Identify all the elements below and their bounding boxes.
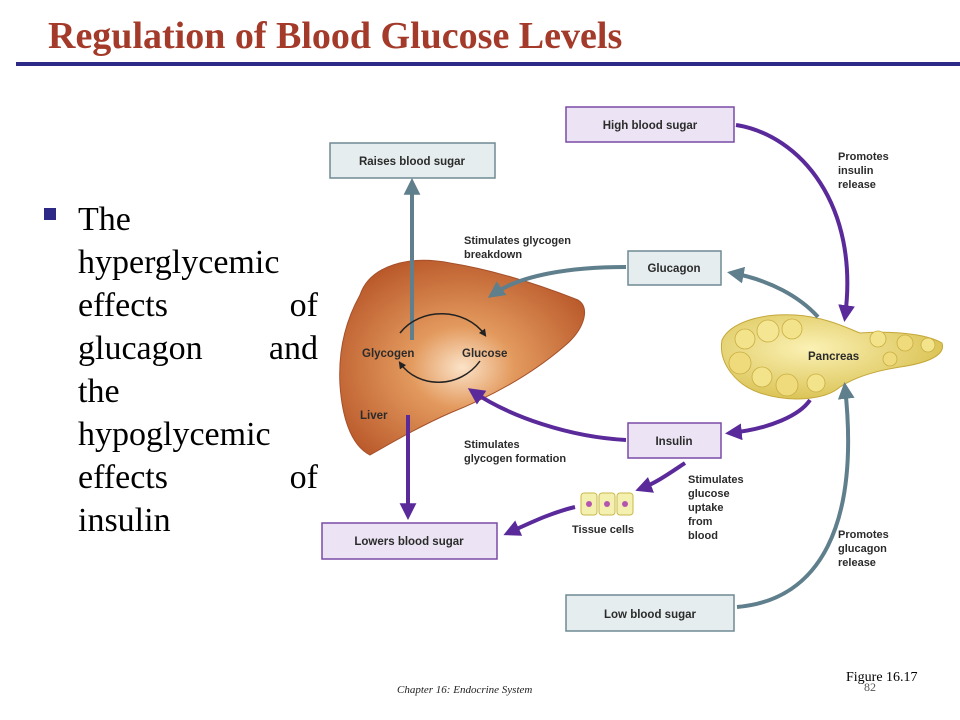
box-low-blood-sugar: Low blood sugar — [565, 594, 735, 632]
label-stimulates-glucose-uptake: Stimulates glucose uptake from blood — [688, 474, 747, 542]
liver-shape — [339, 259, 586, 456]
bullet-line: hypoglycemic — [78, 416, 271, 453]
square-bullet-icon — [44, 208, 56, 220]
chapter-footer: Chapter 16: Endocrine System — [397, 684, 533, 696]
arrow-pancreas-to-glucagon — [727, 266, 820, 319]
arrow-high-sugar-to-pancreas — [735, 123, 855, 322]
box-glucagon: Glucagon — [627, 250, 722, 286]
label-tissue-cells: Tissue cells — [572, 524, 634, 536]
label-glucose: Glucose — [462, 348, 507, 360]
label-pancreas: Pancreas — [808, 351, 859, 363]
bullet-line: the — [78, 373, 120, 410]
label-liver: Liver — [360, 410, 388, 422]
arrow-low-sugar-to-pancreas — [736, 381, 855, 609]
box-insulin: Insulin — [627, 422, 722, 459]
label-stimulates-glycogen-formation: Stimulates glycogen formation — [464, 439, 566, 465]
slide-title: Regulation of Blood Glucose Levels — [48, 15, 623, 57]
bullet-line: The — [78, 201, 131, 238]
tissue-cells-icon — [580, 492, 634, 516]
svg-text:High blood sugar: High blood sugar — [603, 120, 698, 132]
svg-text:Low blood sugar: Low blood sugar — [604, 609, 697, 621]
label-promotes-glucagon-release: Promotes glucagon release — [838, 529, 892, 569]
arrow-insulin-to-liver — [467, 388, 627, 442]
arrow-tissue-to-lowers — [503, 505, 576, 536]
svg-text:Insulin: Insulin — [655, 436, 692, 448]
label-promotes-insulin-release: Promotes insulin release — [838, 151, 892, 191]
arrow-glucose-to-glycogen — [398, 360, 481, 383]
glucose-regulation-diagram: High blood sugar Raises blood sugar Gluc… — [321, 106, 943, 632]
svg-text:Raises blood sugar: Raises blood sugar — [359, 156, 466, 168]
box-lowers-blood-sugar: Lowers blood sugar — [321, 522, 498, 560]
arrow-glucagon-to-liver — [487, 265, 627, 298]
arrow-insulin-to-tissue — [635, 461, 687, 493]
box-raises-blood-sugar: Raises blood sugar — [329, 142, 496, 179]
label-stimulates-glycogen-breakdown: Stimulates glycogen breakdown — [464, 235, 574, 261]
page-number: 82 — [864, 680, 876, 694]
figure-caption: Figure 16.17 — [846, 670, 918, 685]
svg-text:Glucagon: Glucagon — [647, 263, 700, 275]
svg-text:Lowers blood sugar: Lowers blood sugar — [354, 536, 464, 548]
label-glycogen: Glycogen — [362, 348, 414, 360]
bullet-line: hyperglycemic — [78, 244, 280, 281]
box-high-blood-sugar: High blood sugar — [565, 106, 735, 143]
bullet-line: insulin — [78, 502, 171, 539]
arrow-glycogen-to-glucose — [399, 313, 487, 337]
arrow-pancreas-to-insulin — [724, 398, 812, 441]
pancreas-shape — [720, 314, 943, 400]
title-underline — [16, 62, 960, 66]
